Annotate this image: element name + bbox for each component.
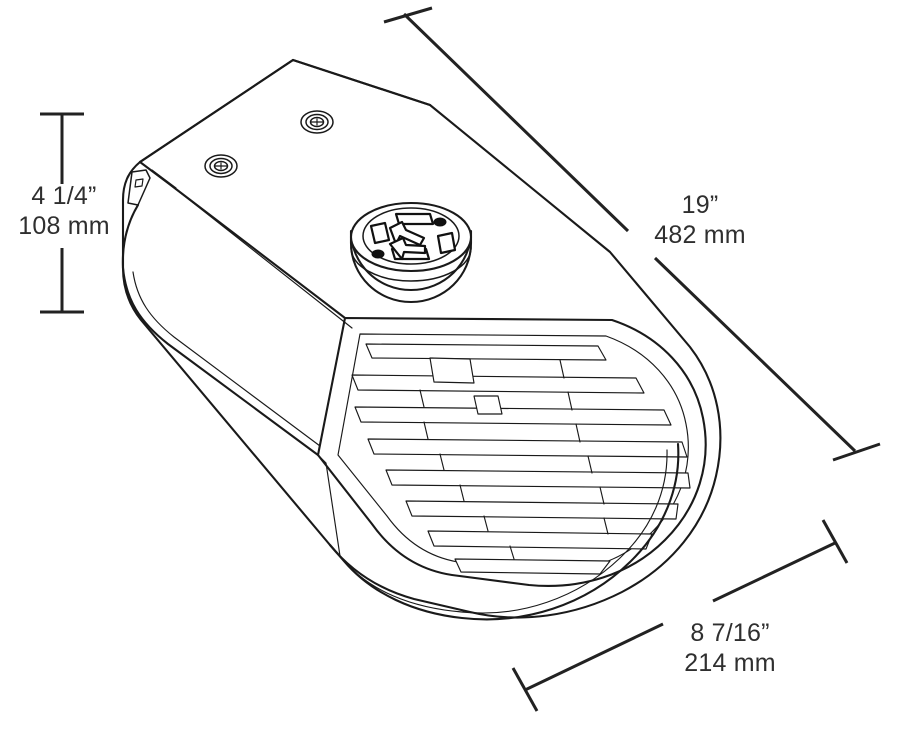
length-dim-top-tick xyxy=(383,6,433,24)
grille-slats xyxy=(351,343,691,575)
grille-slat xyxy=(365,343,607,361)
grille-slat xyxy=(367,438,688,458)
width-dimension-metric: 214 mm xyxy=(684,649,776,677)
screw-boss-mid xyxy=(209,157,233,175)
grille-slat xyxy=(454,558,611,575)
width-dim-left-leader xyxy=(524,622,664,692)
grille-rib xyxy=(587,455,593,474)
grille-rib xyxy=(483,515,489,532)
door-plate-inner-seam xyxy=(151,169,177,189)
door-plate-right-edge xyxy=(291,58,432,107)
photocell-receptacle xyxy=(349,201,473,304)
length-dimension-label: 19” 482 mm xyxy=(600,190,800,250)
receptacle-slot-right xyxy=(436,231,457,255)
grille-rib xyxy=(559,359,565,379)
grille-bezel-outer xyxy=(316,316,707,587)
length-dim-bottom-tick xyxy=(832,442,881,462)
width-dimension-label: 8 7/16” 214 mm xyxy=(610,618,850,678)
grille-rib xyxy=(575,423,581,443)
receptacle-slot-top xyxy=(394,212,435,226)
grille-center-boss xyxy=(473,395,503,415)
door-screw-lower xyxy=(204,154,238,178)
grille-rib xyxy=(599,486,605,505)
length-dim-upper-leader xyxy=(402,12,630,233)
height-dimension-line-group xyxy=(40,112,84,314)
latch-tab xyxy=(127,169,151,206)
body-upper-facet-edge xyxy=(121,266,320,457)
grille-slat xyxy=(385,469,691,489)
grille-slat xyxy=(405,500,679,520)
grille-rib xyxy=(567,391,573,411)
grille-mounting-pad xyxy=(429,357,475,384)
receptacle-slot-left xyxy=(369,221,391,245)
door-plate-top-edge xyxy=(138,58,295,164)
receptacle-screw-dot xyxy=(433,217,447,227)
width-dimension-line-group xyxy=(511,519,849,712)
body-crease-line xyxy=(167,182,353,329)
length-dim-lower-leader xyxy=(653,256,857,453)
body-lower-step xyxy=(317,454,341,557)
width-dim-right-leader xyxy=(712,541,836,603)
height-dimension-metric: 108 mm xyxy=(18,212,110,240)
grille-rib xyxy=(423,421,429,440)
grille-rib xyxy=(439,453,445,471)
width-dim-right-tick xyxy=(821,519,849,564)
length-dimension-metric: 482 mm xyxy=(654,221,746,249)
luminaire-illustration xyxy=(121,58,722,621)
grille-rib xyxy=(603,517,609,535)
width-dimension-imperial: 8 7/16” xyxy=(690,619,770,647)
grille-rib xyxy=(459,484,465,502)
grille-bezel-inner xyxy=(337,333,689,573)
receptacle-key-mark-lower xyxy=(388,236,427,261)
door-screw-upper xyxy=(300,110,334,134)
receptacle-screw-dot xyxy=(371,249,385,259)
grille-slat xyxy=(427,530,653,550)
length-dimension-line-group xyxy=(383,6,881,462)
grille-rib xyxy=(509,545,515,560)
latch-tab-hole xyxy=(134,178,144,188)
grille-slat xyxy=(351,374,645,394)
body-upper-facet-inner xyxy=(132,271,321,447)
front-rim-band-inner xyxy=(339,449,668,614)
front-rim-band xyxy=(328,442,680,621)
length-dimension-imperial: 19” xyxy=(681,191,719,219)
height-dimension-imperial: 4 1/4” xyxy=(31,182,97,210)
grille-rib xyxy=(419,389,425,408)
screw-slot xyxy=(214,162,228,170)
body-left-sweep xyxy=(121,203,140,270)
screw-boss-mid xyxy=(305,113,329,131)
grille-slat xyxy=(354,406,672,426)
screw-slot xyxy=(310,118,324,126)
height-dimension-label: 4 1/4” 108 mm xyxy=(0,181,128,241)
